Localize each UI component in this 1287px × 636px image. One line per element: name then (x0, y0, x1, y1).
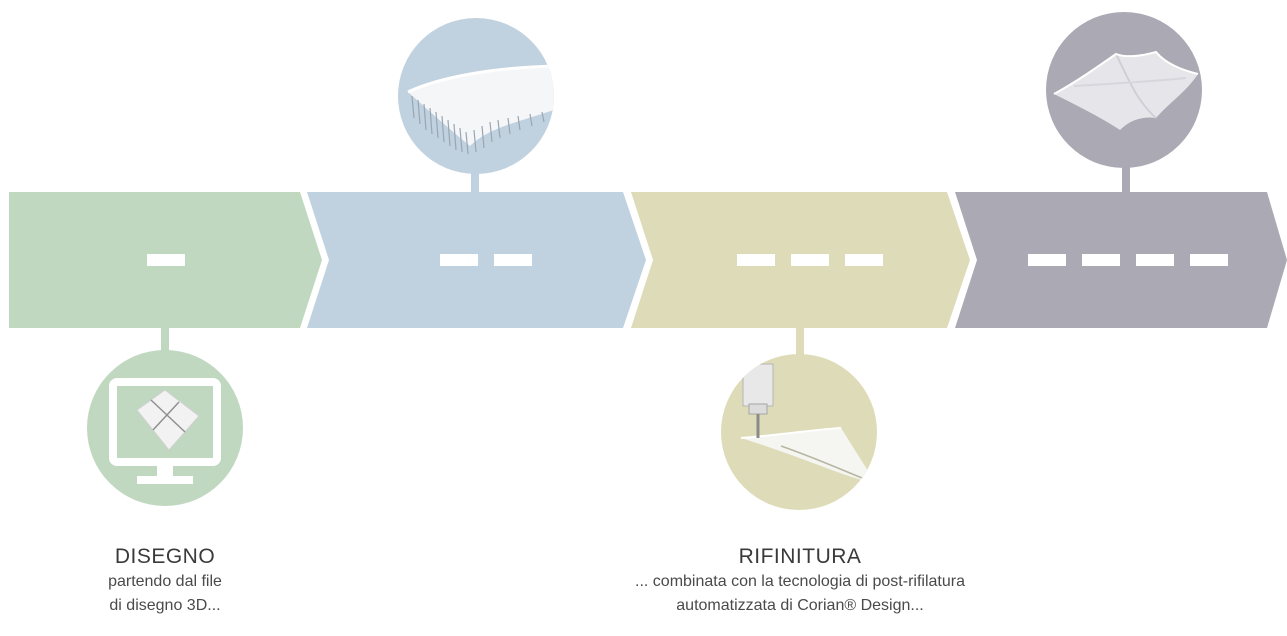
dash (1136, 254, 1174, 266)
step-3-desc-line-1: ... combinata con la tecnologia di post-… (635, 573, 965, 590)
dash (439, 254, 478, 266)
step-2-dashes (307, 192, 646, 328)
dash (844, 254, 883, 266)
step-4-dashes (955, 192, 1287, 328)
step-1-desc-line-2: di disegno 3D... (109, 597, 221, 614)
step-3-arrow (631, 192, 970, 328)
connector-step-1 (161, 326, 169, 356)
router-tool-icon (721, 354, 877, 510)
step-1-arrow (9, 192, 322, 328)
step-3-dashes (631, 192, 970, 328)
step-4-arrow (955, 192, 1287, 328)
step-2-arrow (307, 192, 646, 328)
step-3-caption: RIFINITURA ... combinata con la tecnolog… (540, 544, 1060, 618)
dash (790, 254, 829, 266)
connector-step-3 (796, 326, 804, 358)
step-1-caption: DISEGNO partendo dal file di disegno 3D.… (15, 544, 315, 618)
dash (1028, 254, 1066, 266)
dash (146, 254, 185, 266)
curved-panel-icon (398, 18, 554, 174)
step-3-desc-line-2: automatizzata di Corian® Design... (676, 597, 924, 614)
dash (493, 254, 532, 266)
connector-step-4 (1122, 165, 1130, 196)
monitor-icon (87, 350, 243, 506)
connector-step-2 (471, 170, 479, 196)
dash (1190, 254, 1228, 266)
step-1-desc-line-1: partendo dal file (108, 573, 222, 590)
step-3-title: RIFINITURA (738, 545, 862, 568)
dash (1082, 254, 1120, 266)
step-1-dashes (9, 192, 322, 328)
dash (736, 254, 775, 266)
wavy-surface-icon (1046, 12, 1202, 168)
step-1-title: DISEGNO (114, 545, 216, 568)
